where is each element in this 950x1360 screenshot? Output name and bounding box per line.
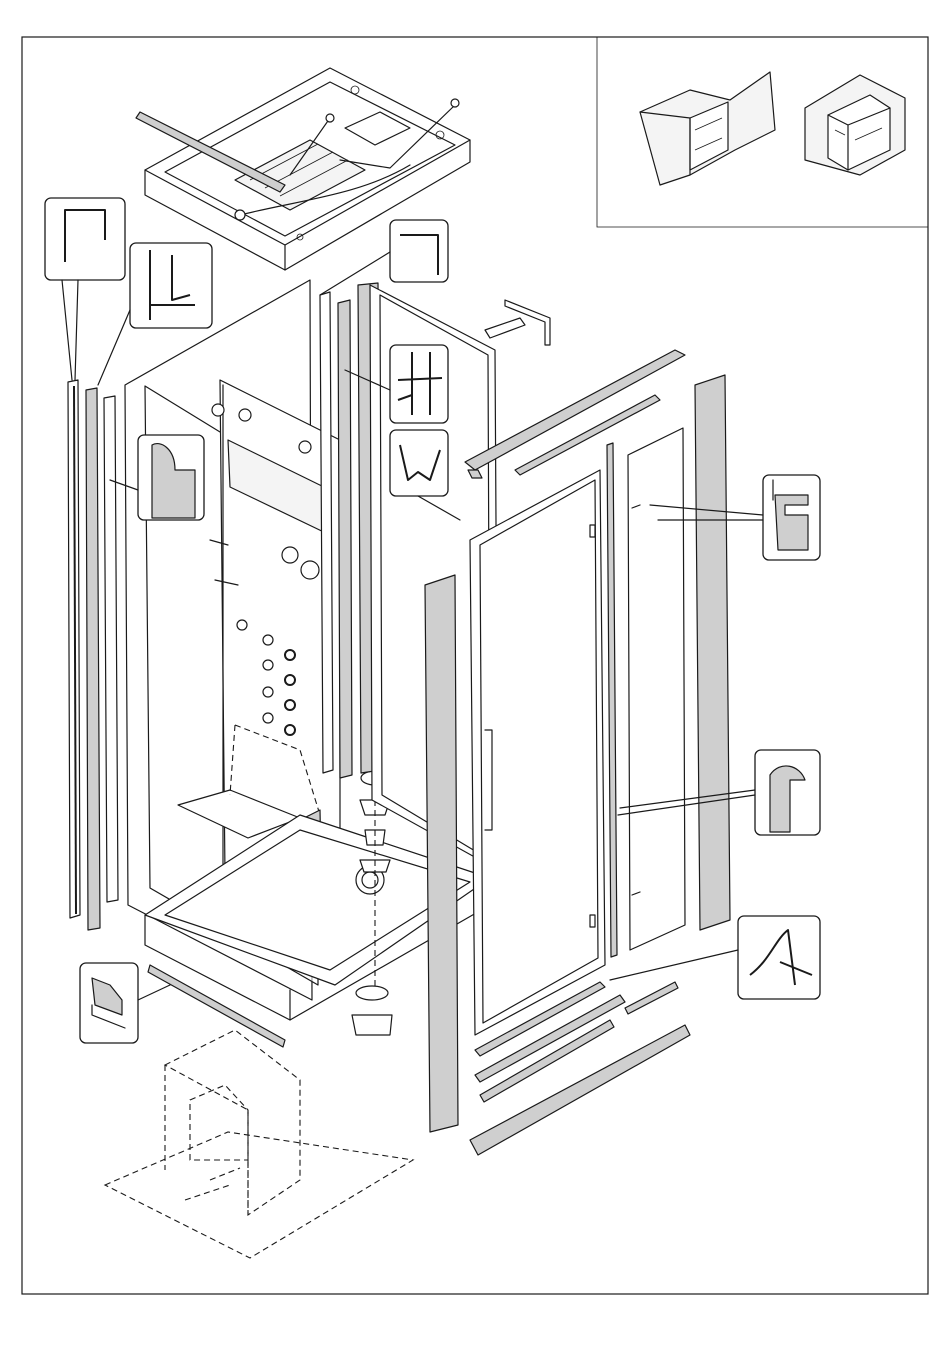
top-brackets bbox=[485, 300, 550, 345]
profile-corner-cap-detail bbox=[45, 198, 125, 380]
right-fixed-glass bbox=[628, 428, 685, 950]
corner-installation-icon bbox=[640, 72, 775, 185]
freestanding-installation-icon bbox=[805, 75, 905, 175]
installation-inset bbox=[597, 37, 928, 227]
base-strip bbox=[148, 965, 285, 1047]
hidden-base-frame bbox=[105, 1030, 413, 1258]
sliding-door bbox=[470, 470, 605, 1035]
door-seal-strip bbox=[607, 443, 617, 957]
profile-corner-right-detail bbox=[320, 220, 448, 295]
front-vertical-post bbox=[425, 575, 458, 1132]
left-side-profiles bbox=[68, 380, 118, 930]
right-vertical-profile bbox=[695, 375, 730, 930]
gasket-bulb-detail bbox=[110, 435, 204, 520]
